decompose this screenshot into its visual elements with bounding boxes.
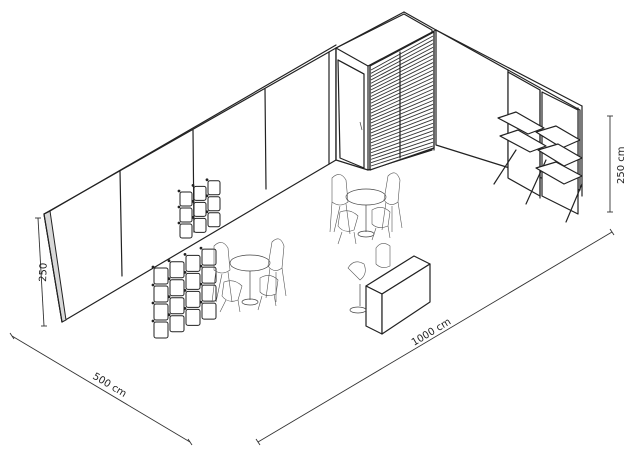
wall-shelves (493, 111, 583, 223)
dimension-width: 500 cm (9, 332, 193, 446)
slatted-wall-panel (370, 35, 434, 167)
dimension-length: 1000 cm (255, 228, 615, 446)
table-set-lower (211, 238, 287, 313)
storage-door (337, 59, 365, 169)
height-right-label: 250 cm (616, 146, 627, 184)
dimension-height-right: 250 cm (607, 115, 627, 213)
height-left-label: 250 (38, 263, 50, 282)
dimension-height-left: 250 (35, 217, 50, 327)
cube-shelf-back (177, 178, 221, 239)
length-label: 1000 cm (410, 317, 453, 349)
reception-counter (347, 243, 431, 335)
storage-room (335, 11, 437, 171)
table-set-upper (329, 172, 403, 245)
back-wall-left (43, 44, 337, 323)
width-label: 500 cm (90, 371, 128, 400)
